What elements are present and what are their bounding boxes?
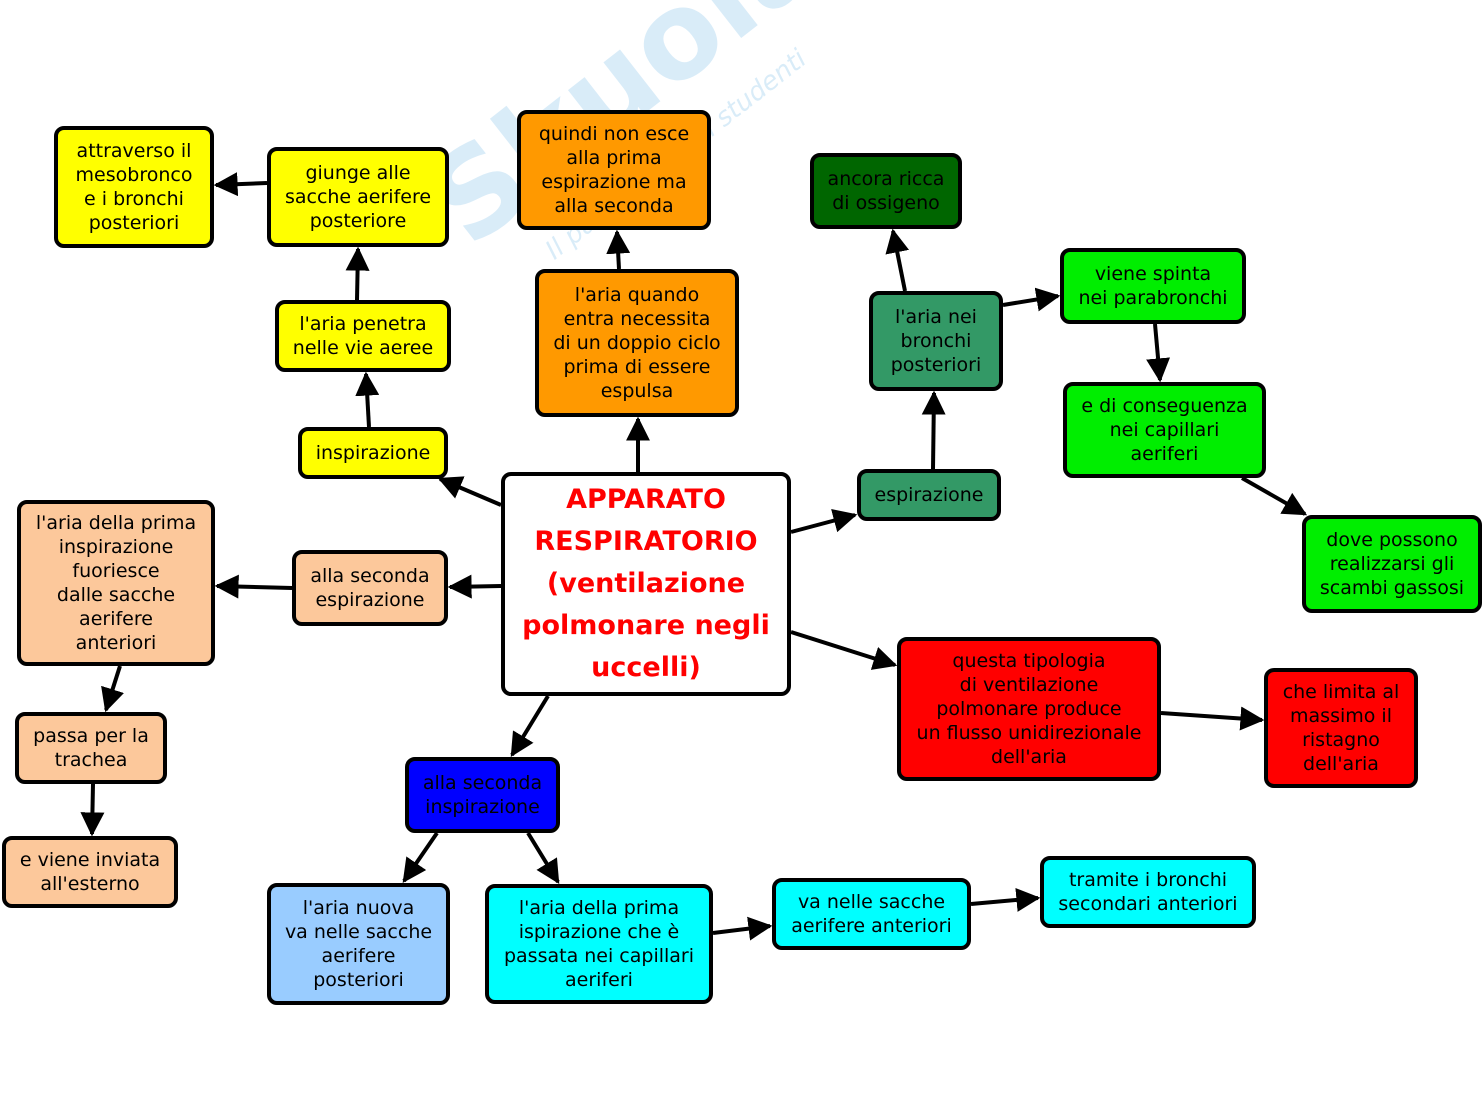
- arrow-penetra-to-giunge: [345, 246, 370, 301]
- arrow-doppio-to-quindi: [606, 229, 631, 270]
- arrow-sacche-ant-to-bronchi-sec: [970, 887, 1041, 912]
- arrow-tipologia-to-ristagno: [1160, 706, 1265, 731]
- node-inspirazione: inspirazione: [298, 427, 448, 479]
- arrow-seconda-insp-to-prima: [526, 831, 560, 885]
- node-flusso-unidirezionale: questa tipologia di ventilazione polmona…: [897, 637, 1161, 781]
- arrow-parabronchi-to-capillari: [1146, 323, 1171, 383]
- arrow-trachea-to-esterno: [80, 783, 105, 837]
- arrow-center-to-espirazione: [790, 508, 858, 534]
- node-bronchi-posteriori: l'aria nei bronchi posteriori: [869, 291, 1003, 391]
- node-parabronchi: viene spinta nei parabronchi: [1060, 248, 1246, 324]
- arrow-seconda-esp-to-fuoriesce: [214, 574, 293, 599]
- node-sacche-anteriori: va nelle sacche aerifere anteriori: [772, 878, 971, 950]
- arrow-seconda-insp-to-nuova: [402, 831, 439, 883]
- arrow-bronchi-to-parabronchi: [1002, 287, 1061, 312]
- arrow-bronchi-to-ricca: [885, 228, 910, 292]
- arrow-center-to-tipologia: [790, 630, 898, 670]
- node-quindi-non-esce: quindi non esce alla prima espirazione m…: [517, 110, 711, 230]
- arrow-inspirazione-to-penetra: [355, 371, 380, 428]
- node-giunge-sacche: giunge alle sacche aerifere posteriore: [267, 147, 449, 247]
- node-aria-nuova: l'aria nuova va nelle sacche aerifere po…: [267, 883, 450, 1005]
- node-esterno: e viene inviata all'esterno: [2, 836, 178, 908]
- node-capillari-aeriferi: e di conseguenza nei capillari aeriferi: [1063, 382, 1266, 478]
- arrow-prima-to-sacche-ant: [712, 916, 773, 941]
- node-fuoriesce: l'aria della prima inspirazione fuoriesc…: [17, 500, 215, 666]
- node-prima-inspirazione: l'aria della prima ispirazione che è pas…: [485, 884, 713, 1004]
- arrow-giunge-to-attraverso: [213, 172, 268, 197]
- node-scambi-gassosi: dove possono realizzarsi gli scambi gass…: [1302, 515, 1482, 613]
- node-trachea: passa per la trachea: [15, 712, 167, 784]
- node-espirazione: espirazione: [857, 469, 1001, 521]
- node-bronchi-secondari: tramite i bronchi secondari anteriori: [1040, 856, 1256, 928]
- node-aria-penetra: l'aria penetra nelle vie aeree: [275, 300, 451, 372]
- central-topic-node: APPARATO RESPIRATORIO (ventilazione polm…: [501, 472, 791, 696]
- arrow-center-to-inspirazione: [437, 476, 502, 507]
- node-attraverso-mesobronco: attraverso il mesobronco e i bronchi pos…: [54, 126, 214, 248]
- arrow-fuoriesce-to-trachea: [101, 665, 124, 713]
- node-doppio-ciclo: l'aria quando entra necessita di un dopp…: [535, 269, 739, 417]
- arrow-espirazione-to-bronchi: [921, 390, 946, 470]
- node-seconda-inspirazione: alla seconda inspirazione: [405, 757, 560, 833]
- node-ricca-ossigeno: ancora ricca di ossigeno: [810, 153, 962, 229]
- node-ristagno: che limita al massimo il ristagno dell'a…: [1264, 668, 1418, 788]
- arrow-center-to-seconda-esp: [447, 574, 502, 599]
- arrow-center-to-seconda-insp: [510, 694, 550, 758]
- node-seconda-espirazione: alla seconda espirazione: [292, 550, 448, 626]
- arrow-capillari-to-scambi: [1241, 476, 1308, 516]
